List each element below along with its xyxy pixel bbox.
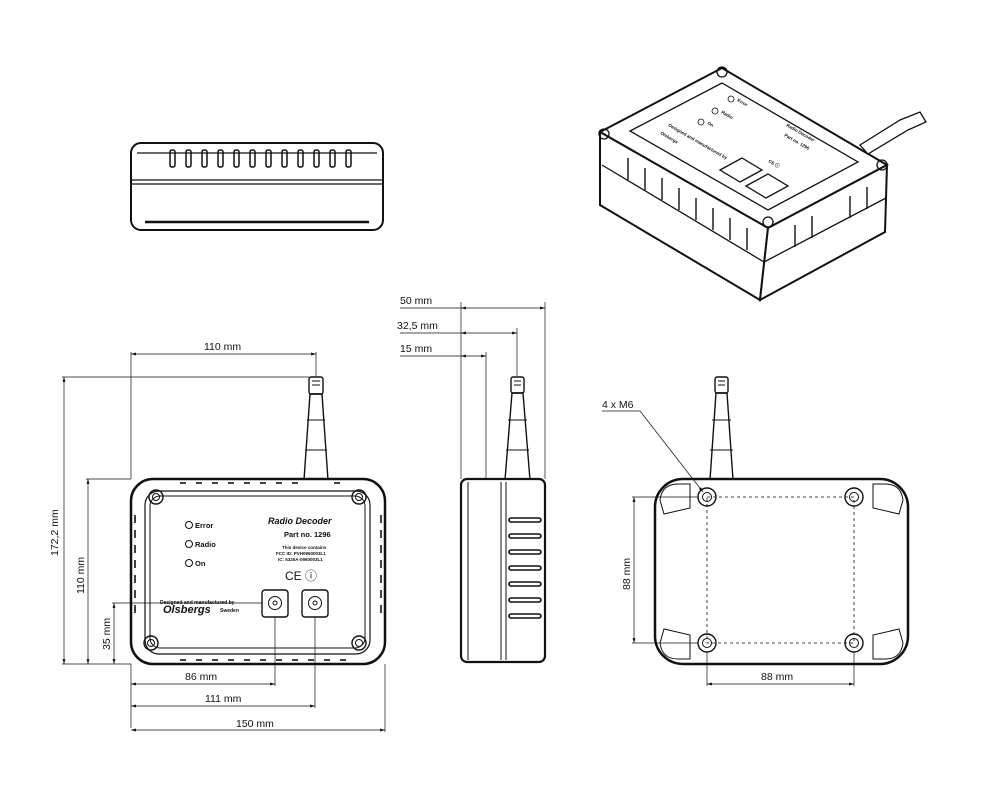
led-error-label: Error	[195, 521, 213, 530]
led-radio-label: Radio	[195, 540, 216, 549]
rear-view: 4 x M6 88 mm 88 mm	[602, 376, 910, 686]
isometric-view	[597, 66, 927, 302]
led-on-label: On	[195, 559, 206, 568]
dim-width-150: 150 mm	[236, 718, 274, 730]
side-view: 50 mm 32,5 mm 15 mm	[397, 295, 547, 664]
dim-side-15: 15 mm	[400, 343, 432, 355]
iso-led-radio-label: Radio	[721, 110, 735, 121]
dim-bolts: 4 x M6	[602, 399, 634, 411]
dim-bottom-88-vertical: 88 mm	[621, 558, 633, 590]
front-view: Error Radio On Radio Decoder Part no. 12…	[49, 341, 387, 732]
contains-line-3: IC: 5325A-0960003L1	[278, 557, 323, 562]
dim-width-110: 110 mm	[204, 341, 241, 353]
contains-line-1: This device contains	[282, 545, 327, 550]
country-label: Sweden	[220, 608, 239, 614]
dim-bottom-88-horizontal: 88 mm	[761, 671, 793, 683]
dim-side-32: 32,5 mm	[397, 320, 438, 332]
dim-width-111: 111 mm	[205, 693, 242, 705]
dim-height-110: 110 mm	[75, 557, 87, 594]
dim-height-172: 172,2 mm	[49, 509, 61, 556]
dim-side-50: 50 mm	[400, 295, 432, 307]
part-number: Part no. 1296	[284, 530, 331, 539]
side-dimension-lines	[400, 302, 546, 479]
side-elevation-vents	[169, 149, 352, 168]
brand-logo: Olsbergs	[163, 604, 211, 616]
dim-height-35: 35 mm	[101, 618, 113, 650]
front-dimension-lines	[62, 352, 386, 732]
certification-marks: CE ⓘ	[285, 569, 317, 583]
iso-led-error-label: Error	[737, 98, 749, 108]
rear-dimension-lines	[602, 410, 855, 686]
side-elevation-view	[130, 142, 384, 231]
dim-width-86: 86 mm	[185, 671, 217, 683]
device-title: Radio Decoder	[268, 516, 332, 526]
contains-line-2: FCC ID: PVH0960003L1	[276, 551, 326, 556]
iso-led-on-label: On	[707, 121, 715, 129]
